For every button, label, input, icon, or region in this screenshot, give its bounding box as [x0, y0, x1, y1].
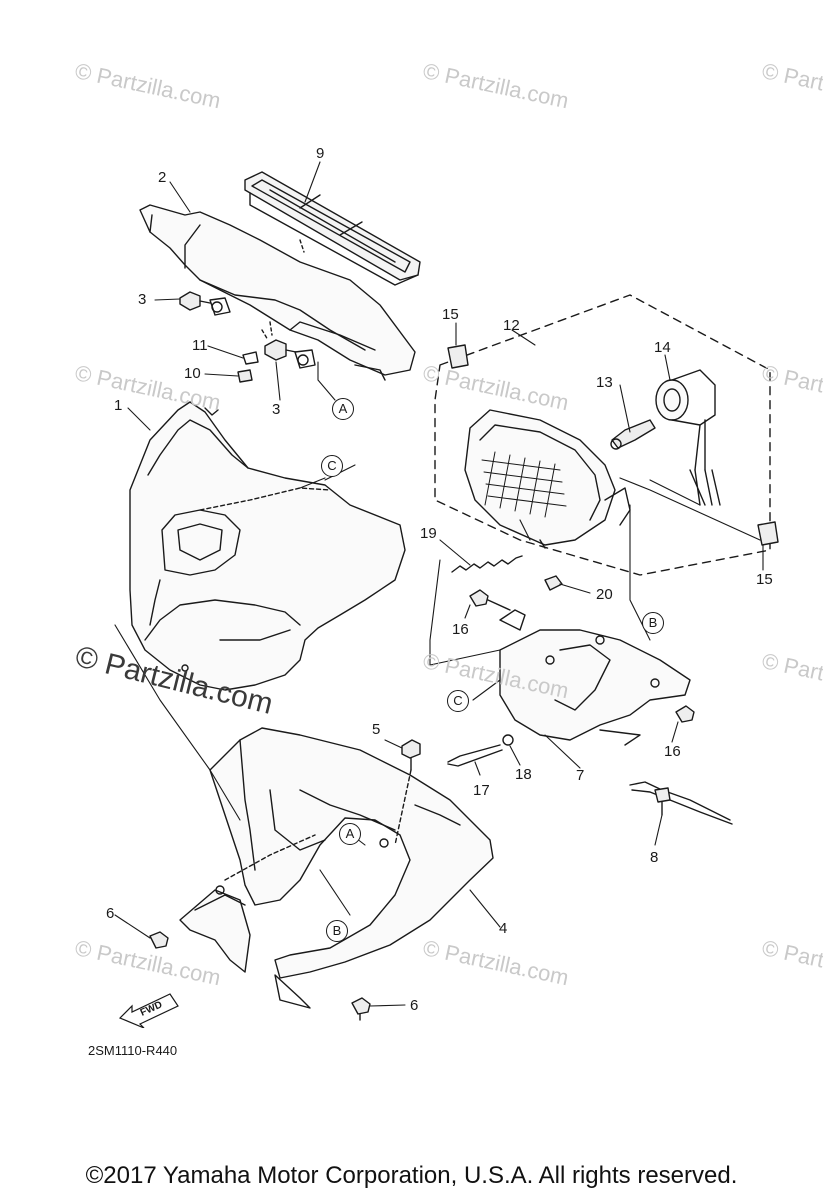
copyright-notice: ©2017 Yamaha Motor Corporation, U.S.A. A…	[85, 1162, 738, 1189]
part-number-label: 12	[503, 317, 520, 334]
lower-panel-part-4	[179, 727, 494, 1009]
reference-marker-b: B	[326, 920, 348, 942]
bulb-part-13	[610, 419, 656, 450]
part-number-label: 15	[442, 306, 459, 323]
screw-part-3	[179, 291, 297, 361]
bolt-part-17	[447, 744, 503, 767]
part-number-label: 19	[420, 525, 437, 542]
part-number-label: 9	[316, 145, 325, 162]
diagram-code: 2SM1110-R440	[88, 1043, 178, 1058]
headlight-assembly-outline-part-12	[434, 294, 771, 576]
forward-arrow-icon: FWD	[118, 993, 179, 1028]
fastener-part-6	[149, 931, 371, 1021]
spring-part-19	[451, 555, 523, 573]
front-cowl-part-1	[129, 401, 406, 691]
clip-part-15	[447, 344, 779, 546]
reference-marker-a: A	[332, 398, 354, 420]
part-number-label: 13	[596, 374, 613, 391]
wiring-clip-part-8	[629, 781, 733, 825]
meter-cover-part-2	[139, 204, 416, 381]
reference-marker-a: A	[339, 823, 361, 845]
part-number-label: 2	[158, 169, 167, 186]
headlight-housing	[464, 409, 631, 549]
part-number-label: 18	[515, 766, 532, 783]
part-number-label: 16	[664, 743, 681, 760]
part-number-label: 20	[596, 586, 613, 603]
washer-part-18	[502, 734, 514, 746]
part-number-label: 6	[410, 997, 419, 1014]
reference-marker-c: C	[321, 455, 343, 477]
part-number-label: 5	[372, 721, 381, 738]
part-number-label: 3	[138, 291, 147, 308]
part-number-label: 3	[272, 401, 281, 418]
part-number-label: 10	[184, 365, 201, 382]
part-number-label: 11	[192, 337, 208, 354]
reference-marker-b: B	[642, 612, 664, 634]
part-number-label: 14	[654, 339, 671, 356]
part-number-label: 17	[473, 782, 490, 799]
part-number-label: 16	[452, 621, 469, 638]
part-number-label: 7	[576, 767, 585, 784]
bolt-part-16	[469, 589, 695, 723]
screw-part-5	[394, 739, 421, 846]
part-number-label: 6	[106, 905, 115, 922]
part-number-label: 1	[114, 397, 123, 414]
part-number-label: 8	[650, 849, 659, 866]
nut-part-20	[544, 575, 563, 591]
meter-unit-part-9	[244, 171, 421, 286]
part-number-label: 15	[756, 571, 773, 588]
socket-part-14	[655, 369, 721, 506]
clip-parts-10-11	[237, 351, 259, 383]
part-number-label: 4	[499, 920, 508, 937]
reference-marker-c: C	[447, 690, 469, 712]
bracket-part-7	[499, 609, 691, 746]
